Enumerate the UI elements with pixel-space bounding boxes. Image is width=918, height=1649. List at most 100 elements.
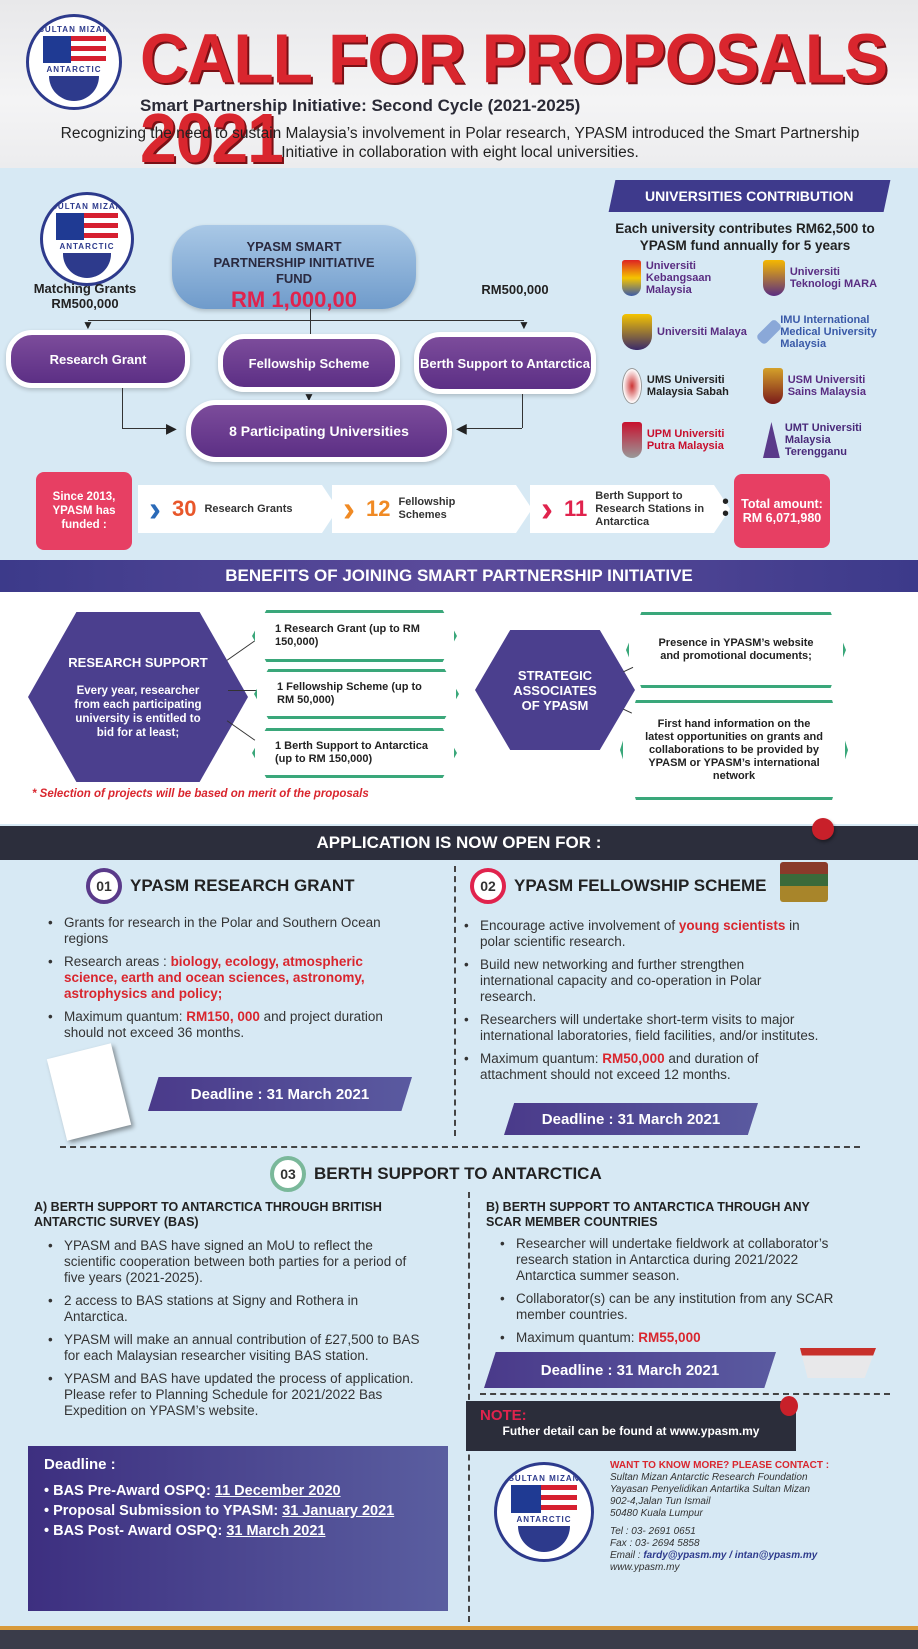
crest-icon (763, 368, 783, 404)
benefit-berth-support: 1 Berth Support to Antarctica (up to RM … (252, 728, 457, 778)
benefit-presence: Presence in YPASM’s website and promotio… (626, 612, 846, 688)
list-item: Researcher will undertake fieldwork at c… (496, 1236, 856, 1284)
benefit-first-hand-info: First hand information on the latest opp… (620, 700, 848, 800)
research-grant-deadline: Deadline : 31 March 2021 (148, 1077, 412, 1111)
fund-value: RM 1,000,00 (231, 287, 357, 312)
participating-universities-box: 8 Participating Universities (186, 400, 452, 462)
list-item: Researchers will undertake short-term vi… (460, 1012, 820, 1044)
bas-list: YPASM and BAS have signed an MoU to refl… (44, 1238, 424, 1426)
arrow-down-icon: ▼ (518, 318, 530, 332)
scar-deadline: Deadline : 31 March 2021 (484, 1352, 776, 1388)
matching-grants-value: RM500,000 (51, 296, 119, 311)
university-logo: Universiti Malaya (622, 314, 751, 350)
connector (310, 309, 311, 349)
email-label: Email : (610, 1550, 644, 1561)
note-text: Futher detail can be found at www.ypasm.… (502, 1424, 760, 1438)
arrow-down-icon: ▼ (82, 318, 94, 332)
list-item: Build new networking and further strengt… (460, 957, 820, 1005)
fund-label: YPASM SMART PARTNERSHIP INITIATIVE FUND (213, 239, 375, 286)
university-logo: UMS Universiti Malaysia Sabah (622, 368, 751, 404)
number-badge: 02 (470, 868, 506, 904)
university-logo: Universiti Kebangsaan Malaysia (622, 260, 751, 296)
page-subtitle: Smart Partnership Initiative: Second Cyc… (140, 96, 581, 115)
divider (480, 1393, 890, 1395)
university-logo: USM Universiti Sains Malaysia (763, 368, 892, 404)
banner-text: UNIVERSITIES CONTRIBUTION (645, 188, 854, 204)
arrow-down-icon: ▼ (303, 390, 315, 404)
deadline-item: • Proposal Submission to YPASM: 31 Janua… (44, 1503, 395, 1519)
research-grant-list: Grants for research in the Polar and Sou… (44, 915, 414, 1048)
list-item: YPASM and BAS have signed an MoU to refl… (44, 1238, 424, 1286)
divider (60, 1146, 860, 1148)
scar-subheading: B) BERTH SUPPORT TO ANTARCTICA THROUGH A… (486, 1200, 810, 1229)
stat-number: 30 (172, 496, 197, 521)
crest-icon (763, 260, 785, 296)
contact-line: Sultan Mizan Antarctic Research Foundati… (610, 1472, 808, 1483)
crest-icon (622, 368, 642, 404)
benefit-fellowship: 1 Fellowship Scheme (up to RM 50,000) (254, 669, 459, 719)
stat-label: Fellowship Schemes (398, 496, 456, 521)
document-icon (46, 1043, 132, 1141)
strategic-associates-hexagon: STRATEGIC ASSOCIATES OF YPASM (475, 630, 635, 750)
fellowship-heading: 02 YPASM FELLOWSHIP SCHEME (470, 868, 767, 904)
deadline-item: • BAS Post- Award OSPQ: 31 March 2021 (44, 1523, 326, 1539)
application-banner: APPLICATION IS NOW OPEN FOR : (0, 826, 918, 860)
pushpin-icon (812, 818, 834, 840)
chevron-right-icon: › (541, 488, 553, 529)
contact-website[interactable]: www.ypasm.my (610, 1562, 680, 1573)
chevron-right-icon: › (343, 488, 355, 529)
note-title: NOTE: (480, 1407, 527, 1424)
crest-icon (622, 260, 641, 296)
contact-fax: Fax : 03- 2694 5858 (610, 1538, 700, 1549)
matching-grants-label: Matching Grants (33, 281, 137, 296)
research-support-title: RESEARCH SUPPORT (68, 654, 208, 670)
bas-subheading: A) BERTH SUPPORT TO ANTARCTICA THROUGH B… (34, 1200, 382, 1229)
research-support-text: Every year, researcher from each partici… (74, 684, 202, 739)
section-title: YPASM FELLOWSHIP SCHEME (514, 876, 767, 895)
page-title: CALL FOR PROPOSALS 2021 (140, 19, 888, 177)
bas-deadlines-box: Deadline : • BAS Pre-Award OSPQ: 11 Dece… (28, 1446, 448, 1611)
university-logo: IMU International Medical University Mal… (755, 314, 892, 350)
list-item: Grants for research in the Polar and Sou… (44, 915, 414, 947)
crest-icon (622, 314, 652, 350)
arrow-right-icon: ▶ (166, 420, 177, 436)
research-grant-heading: 01 YPASM RESEARCH GRANT (86, 868, 354, 904)
contact-email[interactable]: fardy@ypasm.my / intan@ypasm.my (643, 1550, 818, 1561)
number-badge: 03 (270, 1156, 306, 1192)
arrow-left-icon: ◀ (456, 420, 467, 436)
list-item: Maximum quantum: RM50,000 and duration o… (460, 1051, 820, 1083)
university-logo: Universiti Teknologi MARA (763, 260, 892, 296)
list-item: 2 access to BAS stations at Signy and Ro… (44, 1293, 424, 1325)
berth-support-box: Berth Support to Antarctica (414, 332, 596, 394)
deadline-item: • BAS Pre-Award OSPQ: 11 December 2020 (44, 1483, 341, 1499)
note-box: NOTE: Futher detail can be found at www.… (466, 1401, 796, 1451)
number-badge: 01 (86, 868, 122, 904)
pushpin-icon (780, 1396, 798, 1416)
section-title: YPASM RESEARCH GRANT (130, 876, 355, 895)
connector (228, 690, 258, 691)
connector (462, 428, 522, 429)
benefit-research-grant: 1 Research Grant (up to RM 150,000) (252, 610, 457, 662)
stat-number: 12 (366, 496, 391, 521)
contact-line: Yayasan Penyelidikan Antartika Sultan Mi… (610, 1484, 811, 1495)
research-support-hexagon: RESEARCH SUPPORT Every year, researcher … (28, 612, 248, 782)
ship-icon (800, 1348, 876, 1378)
fund-box: YPASM SMART PARTNERSHIP INITIATIVE FUND … (172, 225, 416, 312)
research-grant-box: Research Grant (6, 330, 190, 388)
deadlines-title: Deadline : (44, 1456, 116, 1473)
crest-icon (763, 422, 780, 458)
contact-line: 50480 Kuala Lumpur (610, 1508, 703, 1519)
connector (522, 394, 523, 428)
chevron-right-icon: › (149, 488, 161, 529)
university-logo: UPM Universiti Putra Malaysia (622, 422, 751, 458)
selection-note: * Selection of projects will be based on… (32, 788, 369, 800)
header (0, 0, 918, 168)
contact-info: WANT TO KNOW MORE? PLEASE CONTACT : Sult… (610, 1460, 829, 1574)
colon-icon: •• (722, 491, 730, 525)
stat-label: Research Grants (204, 502, 293, 515)
contact-tel: Tel : 03- 2691 0651 (610, 1526, 696, 1537)
section-title: BERTH SUPPORT TO ANTARCTICA (314, 1164, 602, 1183)
